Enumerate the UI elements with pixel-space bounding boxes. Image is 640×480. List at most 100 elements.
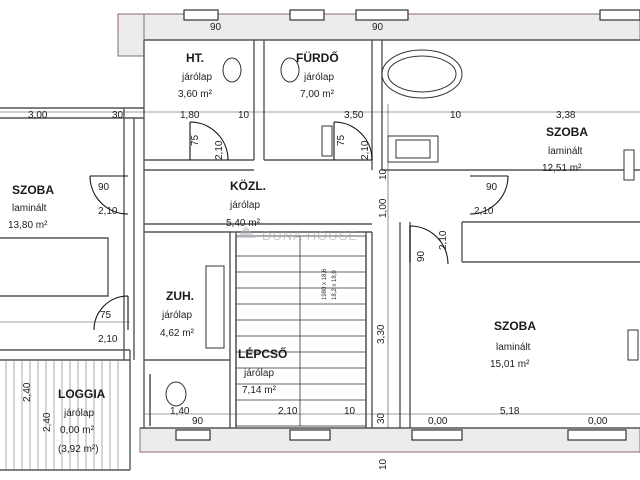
room-szoba-ne-area: 12,51 m² [542,163,582,174]
dim-label: 75 [336,134,347,146]
window-zuh [175,429,211,441]
dim-label: 2,10 [98,334,118,345]
window-szoba-se [411,429,463,441]
dim-label: 30 [376,412,387,424]
room-loggia-name: LOGGIA [58,387,106,401]
window-szoba-ne [599,9,640,21]
shower-zuh [205,265,225,349]
door-ht [189,121,229,161]
room-furdo-area: 7,00 m² [300,89,335,100]
room-kozl-area: 5,40 m² [226,218,261,229]
toilet-zuh [165,381,187,407]
dim-label: 90 [210,22,222,33]
dim-label: 3,00 [28,110,48,121]
south-wall [139,427,640,453]
dim-label: 75 [190,134,201,146]
room-zuh-name: ZUH. [166,289,194,303]
dim-label: 10 [378,168,389,180]
dim-label: 2,10 [278,406,298,417]
room-szoba-se-area: 15,01 m² [490,359,530,370]
door-furdo [333,121,373,161]
dim-label: 2,10 [360,140,371,160]
house-icon [236,226,256,238]
toilet-furdo [280,57,300,83]
toilet-ht [222,57,242,83]
room-szoba-se-name: SZOBA [494,319,536,333]
dim-label: 3,50 [344,110,364,121]
dim-label: 10 [344,406,356,417]
loggia-railing [5,360,119,470]
dim-label: 1,00 [378,198,389,218]
radiator [321,125,333,157]
dim-label: 1,80 [180,110,200,121]
dim-label: 3,30 [376,324,387,344]
dim-label: 2,10 [98,206,118,217]
room-furdo-name: FÜRDŐ [296,50,339,65]
staircase [235,235,367,427]
room-zuh-floor: járólap [161,310,192,321]
dim-label: 0,00 [588,416,608,427]
room-szoba-se-floor: laminált [496,342,531,353]
room-furdo-floor: járólap [303,72,334,83]
room-szoba-ne-name: SZOBA [546,125,588,139]
window-ht [183,9,219,21]
room-szoba-w-name: SZOBA [12,183,54,197]
dim-label: 90 [372,22,384,33]
dim-label: 5,18 [500,406,520,417]
watermark: DUNA HOUSE zenga [236,226,621,471]
dim-label: 2,10 [438,230,449,250]
dim-label: 30 [112,110,124,121]
dim-label: 90 [416,250,427,262]
door-szoba-se [409,225,449,265]
dim-label: 2,40 [42,412,53,432]
room-kozl-floor: járólap [229,200,260,211]
doors [89,121,509,426]
windows [175,9,640,441]
room-lepcso-area: 7,14 m² [242,385,277,396]
door-szoba-ne [469,175,509,215]
dim-label: 90 [486,182,498,193]
room-szoba-w-area: 13,80 m² [8,220,48,231]
room-loggia-area-gross: (3,92 m²) [58,444,99,455]
room-kozl-name: KÖZL. [230,178,266,193]
room-ht-floor: járólap [181,72,212,83]
dim-label: 2,10 [474,206,494,217]
window-furdo [289,9,325,21]
window-lepcso [289,429,331,441]
dim-label: 10 [378,458,389,470]
dimension-lines [0,104,640,428]
dim-label: 10 [450,110,462,121]
dim-label: 3,38 [556,110,576,121]
walls [0,39,640,471]
room-lepcso-name: LÉPCSŐ [238,346,287,361]
room-lepcso-floor: járólap [243,368,274,379]
room-loggia-floor: járólap [63,408,94,419]
door-szoba-w [89,175,129,215]
dim-label: 2,10 [214,140,225,160]
dim-label: 90 [192,416,204,427]
door-zuh [93,295,129,331]
room-loggia-area: 0,00 m² [60,425,95,436]
room-szoba-w-floor: laminált [12,203,47,214]
stair-label-a: 1980 x 18,6 [322,268,328,300]
room-szoba-ne-floor: laminált [548,146,583,157]
logo-icon [571,457,585,471]
dim-label: 2,40 [22,382,33,402]
watermark-site: zenga [590,459,621,471]
dim-label: 90 [98,182,110,193]
window-furdo-2 [355,9,409,21]
dim-label: 75 [100,310,112,321]
dim-label: 10 [238,110,250,121]
window-szoba-se-2 [567,429,627,441]
room-ht-name: HT. [186,51,204,65]
fixtures [165,49,639,407]
dim-label: 0,00 [428,416,448,427]
room-ht-area: 3,60 m² [178,89,213,100]
dim-label: 1,40 [170,406,190,417]
north-wall-corner [117,13,145,57]
watermark-brand: DUNA HOUSE [262,228,358,243]
room-zuh-area: 4,62 m² [160,328,195,339]
stair-label-b: 18,2 x 18,0 [332,270,338,300]
